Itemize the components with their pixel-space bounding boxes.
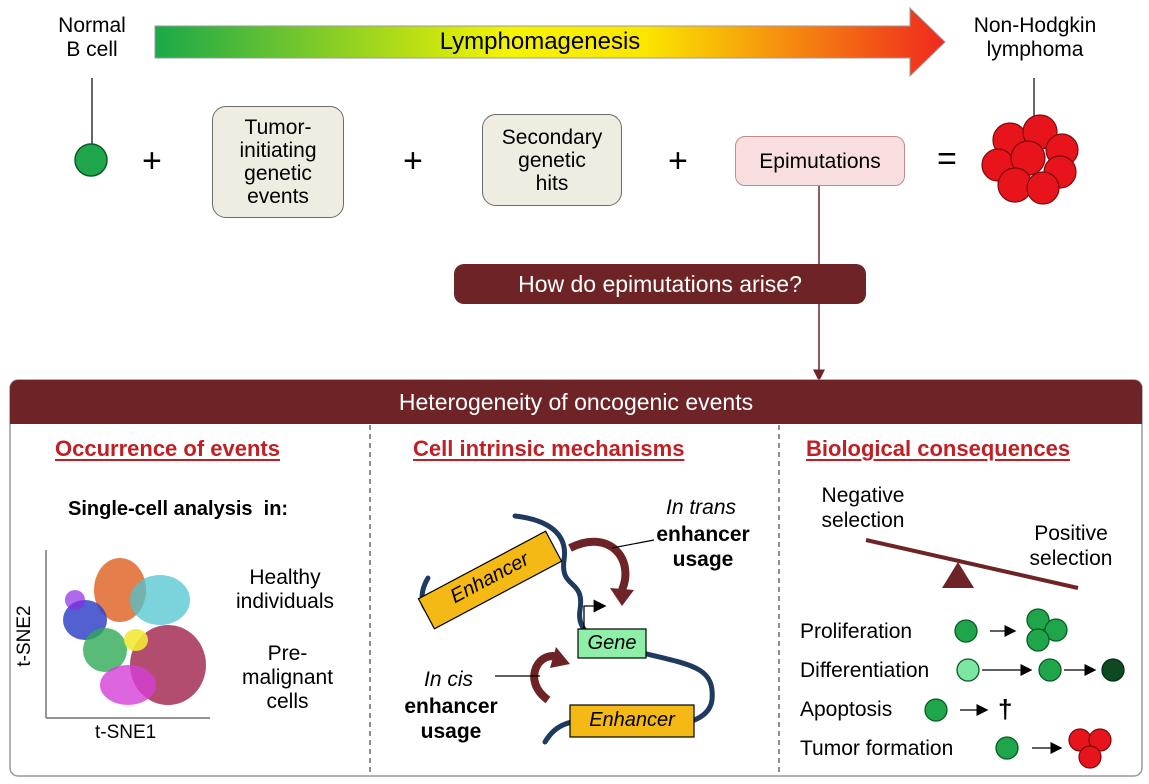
negative-selection-label: Negative selection: [821, 484, 905, 532]
lymphomagenesis-arrow: [154, 6, 946, 78]
lymphoma-cluster-icon: [981, 114, 1079, 205]
occurrence-title: Occurrence of events: [55, 436, 280, 461]
gene-box: [577, 628, 647, 659]
cis-enhancer-usage-label: enhancer usage: [404, 695, 498, 743]
seesaw-fulcrum: [942, 562, 974, 588]
premalignant-label: Pre- malignant cells: [241, 642, 334, 713]
epimutations-box: Epimutations: [735, 136, 905, 186]
consequences-title: Biological consequences: [806, 436, 1071, 461]
single-cell-subtitle: Single-cell analysis in:: [68, 498, 289, 520]
in-trans-label: In trans: [666, 496, 737, 519]
tumor-initiating-box: Tumor- initiating genetic events: [212, 106, 344, 218]
normal-b-cell-icon: [74, 143, 108, 177]
enhancer-top-box: [417, 530, 563, 630]
equals-sign: =: [937, 140, 957, 178]
dagger-icon: †: [998, 694, 1013, 724]
trans-enhancer-usage-label: enhancer usage: [656, 523, 750, 571]
proliferation-label: Proliferation: [800, 620, 913, 643]
positive-selection-label: Positive selection: [1029, 522, 1113, 570]
tumor-formation-label: Tumor formation: [800, 737, 954, 760]
healthy-individuals-label: Healthy individuals: [235, 566, 335, 613]
apoptosis-label: Apoptosis: [800, 698, 893, 721]
differentiation-label: Differentiation: [800, 659, 930, 682]
lymphomagenesis-label: Lymphomagenesis: [439, 28, 641, 55]
normal-b-cell-label: Normal B cell: [58, 14, 126, 61]
tsne-plot: [45, 550, 210, 719]
plus-sign-3: +: [668, 142, 688, 180]
tsne2-axis-label: t-SNE2: [14, 605, 35, 667]
in-cis-label: In cis: [424, 668, 474, 691]
question-banner: How do epimutations arise?: [454, 264, 866, 304]
heterogeneity-header: Heterogeneity of oncogenic events: [10, 380, 1142, 424]
seesaw-beam: [865, 538, 1079, 590]
enhancer-bottom-box: [569, 704, 695, 738]
tsne1-axis-label: t-SNE1: [95, 722, 157, 743]
nhl-label: Non-Hodgkin lymphoma: [973, 14, 1097, 61]
mechanisms-title: Cell intrinsic mechanisms: [413, 436, 685, 461]
gene-label: Gene: [587, 632, 637, 654]
in-trans-curved-arrow: [568, 537, 630, 592]
plus-sign-1: +: [142, 142, 162, 180]
secondary-hits-box: Secondary genetic hits: [482, 114, 622, 206]
enhancer-bottom-label: Enhancer: [589, 709, 675, 731]
plus-sign-2: +: [403, 142, 423, 180]
